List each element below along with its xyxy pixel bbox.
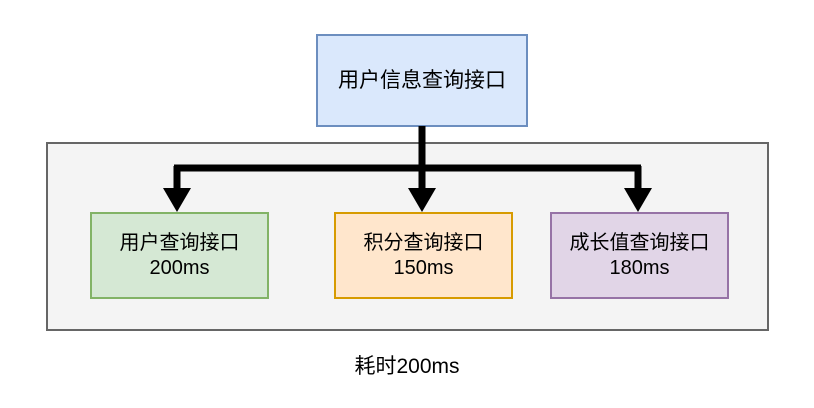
node-user-info-query-interface[interactable]: 用户信息查询接口 [316,34,528,127]
node-child-2-metric: 180ms [609,256,670,279]
node-points-query-interface[interactable]: 积分查询接口 150ms [334,212,513,299]
node-child-0-label: 用户查询接口 [119,232,240,255]
node-root-label: 用户信息查询接口 [338,68,506,92]
node-child-1-label: 积分查询接口 [363,232,484,255]
node-child-0-metric: 200ms [149,256,210,279]
node-user-query-interface[interactable]: 用户查询接口 200ms [90,212,269,299]
diagram-caption-total-latency: 耗时200ms [354,355,460,378]
node-child-1-metric: 150ms [393,256,454,279]
node-growth-value-query-interface[interactable]: 成长值查询接口 180ms [550,212,729,299]
node-child-2-label: 成长值查询接口 [569,232,710,255]
